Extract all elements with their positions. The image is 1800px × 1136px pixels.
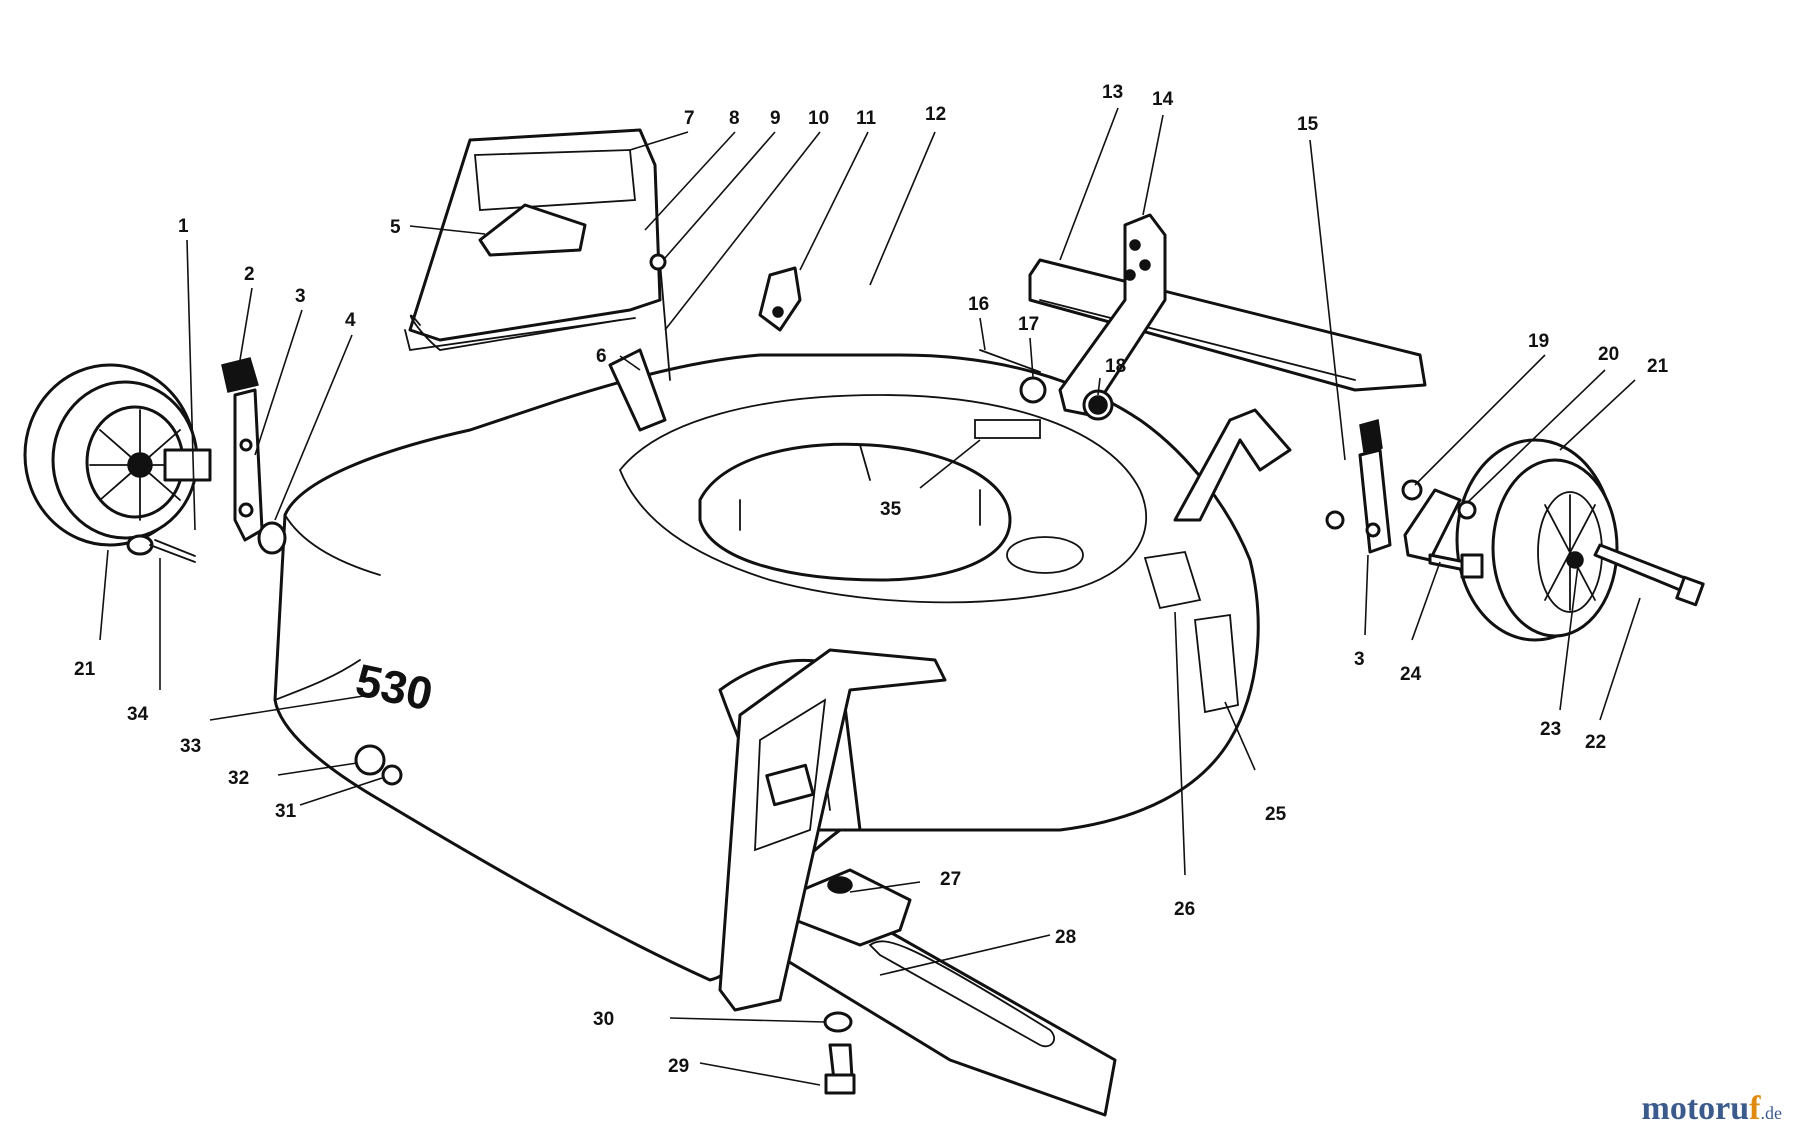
left-wheel [23, 363, 212, 547]
callout-8: 8 [729, 108, 740, 129]
deck-nut [381, 764, 403, 786]
callout-3: 3 [295, 286, 306, 307]
callout-1: 1 [178, 216, 189, 237]
right-adjust-knob [1359, 419, 1383, 453]
callout-31: 31 [275, 801, 297, 822]
left-height-bracket [233, 388, 264, 542]
bushing [1019, 376, 1047, 404]
callout-23: 23 [1540, 719, 1561, 740]
callout-9: 9 [770, 108, 781, 129]
bracket [758, 266, 802, 332]
callout-labels: 1 2 3 4 5 6 7 8 9 10 11 12 13 14 15 16 1… [74, 82, 1669, 1077]
blade-bolt [824, 1043, 856, 1095]
callout-30: 30 [593, 1009, 614, 1030]
right-nut [1401, 479, 1423, 501]
watermark: motoruf.de [1642, 1090, 1782, 1128]
front-side-plate [718, 648, 947, 1012]
callout-5: 5 [390, 217, 401, 238]
callout-21-left: 21 [74, 659, 96, 680]
callout-16: 16 [968, 294, 989, 315]
callout-35: 35 [880, 499, 902, 520]
pivot-nut [1088, 395, 1108, 415]
callout-13: 13 [1102, 82, 1123, 103]
watermark-main: motoru [1641, 1090, 1750, 1127]
callout-15: 15 [1297, 114, 1319, 135]
callout-20: 20 [1598, 344, 1619, 365]
callout-32: 32 [228, 768, 249, 789]
callout-28: 28 [1055, 927, 1076, 948]
callout-6: 6 [596, 346, 607, 367]
callout-10: 10 [808, 108, 829, 129]
height-adjust-lever [1058, 213, 1167, 421]
callout-19: 19 [1528, 331, 1549, 352]
leader-lines [99, 107, 1641, 1086]
rear-axle-bracket [1173, 408, 1292, 522]
callout-26: 26 [1174, 899, 1195, 920]
callout-12: 12 [925, 104, 946, 125]
callout-18: 18 [1105, 356, 1126, 377]
callout-11: 11 [856, 108, 877, 129]
rear-door-assembly [404, 128, 662, 352]
callout-14: 14 [1152, 89, 1174, 110]
callout-22: 22 [1585, 732, 1606, 753]
callout-27: 27 [940, 869, 961, 890]
right-wheel [1455, 438, 1619, 642]
watermark-tld: .de [1760, 1103, 1783, 1123]
left-adjust-knob [221, 357, 259, 393]
callout-24: 24 [1400, 664, 1422, 685]
callout-2: 2 [244, 264, 255, 285]
left-washer [257, 521, 287, 555]
callout-21-right: 21 [1647, 356, 1669, 377]
right-wheel-bolt [1593, 543, 1705, 607]
left-wheel-bolt [126, 534, 196, 563]
callout-33: 33 [180, 736, 201, 757]
hinge-bracket [608, 348, 667, 432]
deck-washer [354, 744, 386, 776]
callout-3-right: 3 [1354, 649, 1365, 670]
right-washer [1457, 500, 1477, 520]
callout-34: 34 [127, 704, 149, 725]
watermark-accent: f [1749, 1090, 1761, 1127]
callout-25: 25 [1265, 804, 1287, 825]
callout-29: 29 [668, 1056, 689, 1077]
callout-17: 17 [1018, 314, 1039, 335]
right-pivot-bracket [1403, 488, 1462, 562]
blade-washer [823, 1011, 853, 1033]
callout-7: 7 [684, 108, 695, 129]
callout-4: 4 [345, 310, 356, 331]
